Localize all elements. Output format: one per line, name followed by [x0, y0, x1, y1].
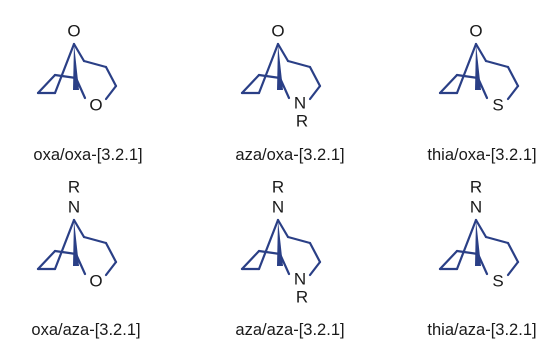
- caption-thia-aza: thia/aza-[3.2.1]: [427, 321, 536, 339]
- ring-bonds: [240, 218, 322, 277]
- ring-bonds: [438, 218, 520, 277]
- structure-oxa-aza: N R O: [36, 177, 118, 290]
- ring-bonds: [36, 42, 118, 101]
- caption-oxa-oxa: oxa/oxa-[3.2.1]: [33, 146, 142, 164]
- ring-atom-label: N: [294, 269, 306, 288]
- structure-thia-aza: N R S: [438, 177, 520, 290]
- ring-substituent-label: R: [296, 111, 308, 130]
- structure-aza-aza: N R N R: [240, 177, 322, 306]
- top-atom-label: N: [470, 197, 482, 216]
- top-atom-label: O: [67, 21, 80, 40]
- ring-substituent-label: R: [296, 287, 308, 306]
- ring-atom-label: N: [294, 93, 306, 112]
- ring-bonds: [438, 42, 520, 101]
- structure-aza-oxa: O N R: [240, 21, 322, 130]
- ring-bonds: [36, 218, 118, 277]
- top-substituent-label: R: [470, 177, 482, 196]
- ring-atom-label: S: [492, 95, 503, 114]
- ring-atom-label: O: [89, 95, 102, 114]
- ring-atom-label: S: [492, 271, 503, 290]
- top-atom-label: N: [68, 197, 80, 216]
- top-atom-label: O: [469, 21, 482, 40]
- top-substituent-label: R: [68, 177, 80, 196]
- caption-aza-aza: aza/aza-[3.2.1]: [235, 321, 344, 339]
- caption-oxa-aza: oxa/aza-[3.2.1]: [31, 321, 140, 339]
- structure-thia-oxa: O S: [438, 21, 520, 114]
- ring-bonds: [240, 42, 322, 101]
- top-atom-label: N: [272, 197, 284, 216]
- caption-thia-oxa: thia/oxa-[3.2.1]: [427, 146, 536, 164]
- top-atom-label: O: [271, 21, 284, 40]
- structure-oxa-oxa: O O: [36, 21, 118, 114]
- ring-atom-label: O: [89, 271, 102, 290]
- caption-aza-oxa: aza/oxa-[3.2.1]: [235, 146, 344, 164]
- top-substituent-label: R: [272, 177, 284, 196]
